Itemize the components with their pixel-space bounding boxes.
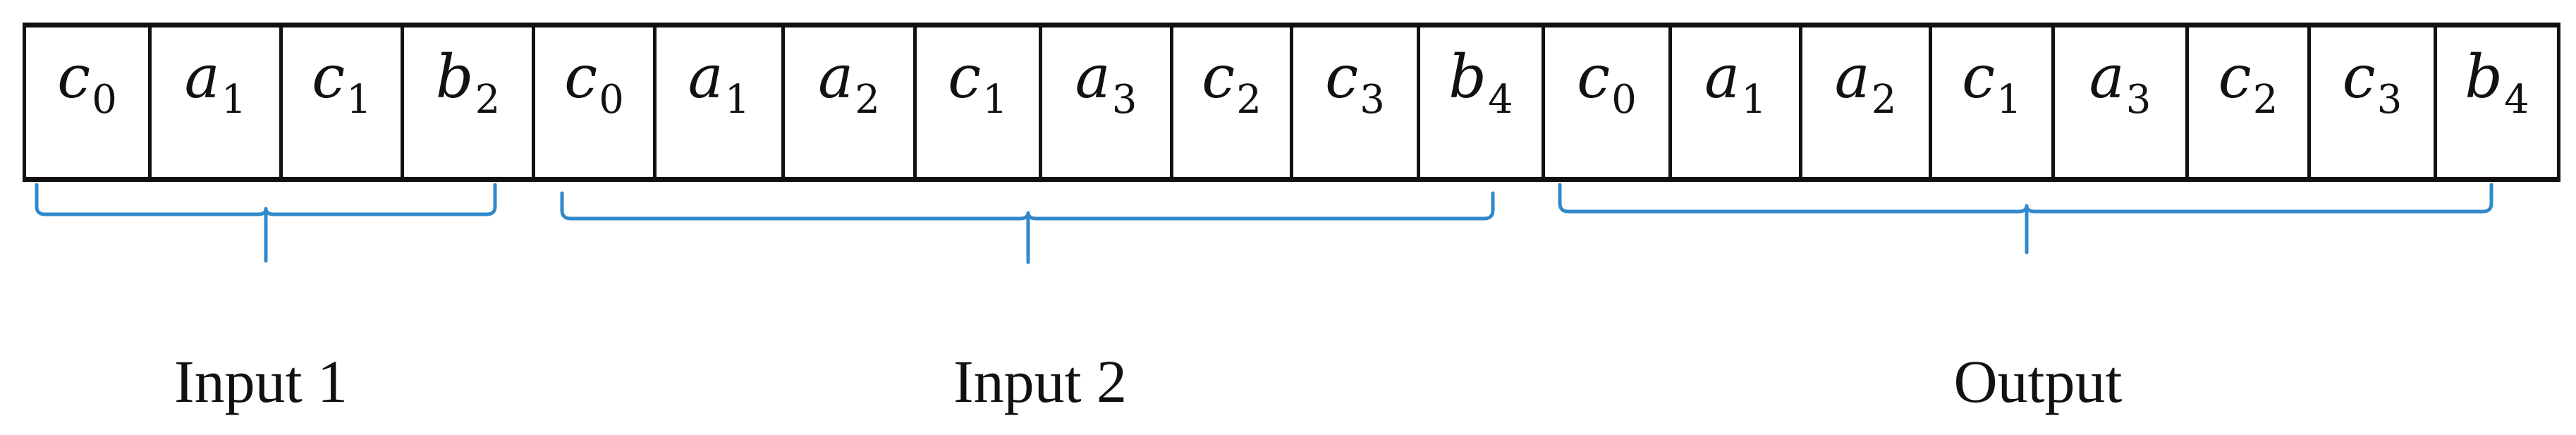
symbol-subscript: 1 [346, 77, 372, 123]
cell-symbol: b2 [404, 47, 532, 120]
symbol-subscript: 4 [2504, 77, 2529, 123]
cell-symbol: b4 [2437, 47, 2557, 120]
cell-output-6: c3 [2307, 23, 2434, 182]
cell-output-4: a3 [2051, 23, 2185, 182]
symbol-subscript: 1 [724, 77, 750, 123]
cell-output-2: a2 [1799, 23, 1929, 182]
brace-input2-icon [560, 191, 1495, 264]
cell-output-7: b4 [2434, 23, 2560, 182]
label-output: Output [1953, 348, 2123, 415]
symbol-subscript: 3 [2376, 77, 2403, 123]
symbol-subscript: 2 [1871, 77, 1897, 123]
symbol-subscript: 0 [1611, 77, 1637, 123]
cell-input1-2: c1 [279, 23, 401, 182]
brace-output-icon [1558, 183, 2493, 255]
symbol-letter: b [1448, 42, 1487, 111]
symbol-letter: c [564, 42, 598, 111]
symbol-subscript: 3 [1111, 77, 1137, 123]
symbol-letter: a [1834, 42, 1870, 111]
cell-symbol: a3 [2055, 47, 2185, 120]
cell-symbol: c1 [917, 47, 1039, 120]
symbol-letter: c [2218, 42, 2252, 111]
cell-symbol: a2 [1802, 47, 1929, 120]
symbol-letter: c [312, 42, 346, 111]
cell-input2-1: a1 [653, 23, 781, 182]
cell-symbol: c2 [1173, 47, 1290, 120]
cell-symbol: c0 [535, 47, 653, 120]
cell-symbol: a1 [657, 47, 781, 120]
cell-symbol: b4 [1420, 47, 1542, 120]
cell-input2-5: c2 [1170, 23, 1290, 182]
symbol-letter: c [1325, 42, 1359, 111]
cell-symbol: c3 [1293, 47, 1417, 120]
cell-input2-3: c1 [913, 23, 1039, 182]
symbol-subscript: 2 [1236, 77, 1262, 123]
symbol-subscript: 0 [92, 77, 117, 123]
symbol-letter: c [948, 42, 982, 111]
symbol-subscript: 1 [1741, 77, 1766, 123]
cell-symbol: a1 [152, 47, 279, 120]
symbol-subscript: 3 [1360, 77, 1385, 123]
symbol-letter: c [57, 42, 91, 111]
symbol-subscript: 2 [2252, 77, 2278, 123]
cell-symbol: c1 [283, 47, 401, 120]
cell-input2-6: c3 [1290, 23, 1417, 182]
symbol-letter: c [1577, 42, 1611, 111]
cell-symbol: c0 [26, 47, 148, 120]
symbol-subscript: 2 [475, 77, 501, 123]
symbol-letter: b [2465, 42, 2503, 111]
brace-input1-icon [35, 183, 497, 263]
cell-input1-1: a1 [148, 23, 279, 182]
cell-input1-0: c0 [23, 23, 148, 182]
cell-symbol: c1 [1932, 47, 2051, 120]
symbol-subscript: 1 [221, 77, 247, 123]
cell-symbol: a3 [1042, 47, 1170, 120]
label-input-2: Input 2 [953, 348, 1128, 415]
label-input-1: Input 1 [173, 348, 348, 415]
symbol-letter: a [1075, 42, 1111, 111]
symbol-letter: c [2342, 42, 2376, 111]
cell-input1-3: b2 [401, 23, 532, 182]
symbol-letter: a [818, 42, 854, 111]
symbol-letter: a [1704, 42, 1740, 111]
symbol-letter: b [435, 42, 474, 111]
cell-output-3: c1 [1929, 23, 2051, 182]
symbol-letter: a [688, 42, 724, 111]
symbol-subscript: 1 [1996, 77, 2022, 123]
symbol-letter: c [1962, 42, 1996, 111]
cell-symbol: c0 [1545, 47, 1668, 120]
symbol-subscript: 4 [1488, 77, 1513, 123]
symbol-subscript: 0 [599, 77, 624, 123]
cell-output-5: c2 [2185, 23, 2307, 182]
symbol-letter: a [184, 42, 220, 111]
symbol-letter: a [2089, 42, 2125, 111]
cell-output-1: a1 [1668, 23, 1799, 182]
symbol-subscript: 3 [2125, 77, 2151, 123]
symbol-subscript: 2 [855, 77, 880, 123]
cell-input2-4: a3 [1039, 23, 1170, 182]
cell-symbol: a1 [1672, 47, 1799, 120]
cell-input2-2: a2 [781, 23, 913, 182]
cell-symbol: c3 [2311, 47, 2434, 120]
cell-output-0: c0 [1542, 23, 1668, 182]
cell-input2-7: b4 [1417, 23, 1542, 182]
cell-symbol: a2 [785, 47, 913, 120]
symbol-subscript: 1 [982, 77, 1008, 123]
cell-input2-0: c0 [532, 23, 653, 182]
cell-symbol: c2 [2189, 47, 2307, 120]
symbol-letter: c [1202, 42, 1235, 111]
